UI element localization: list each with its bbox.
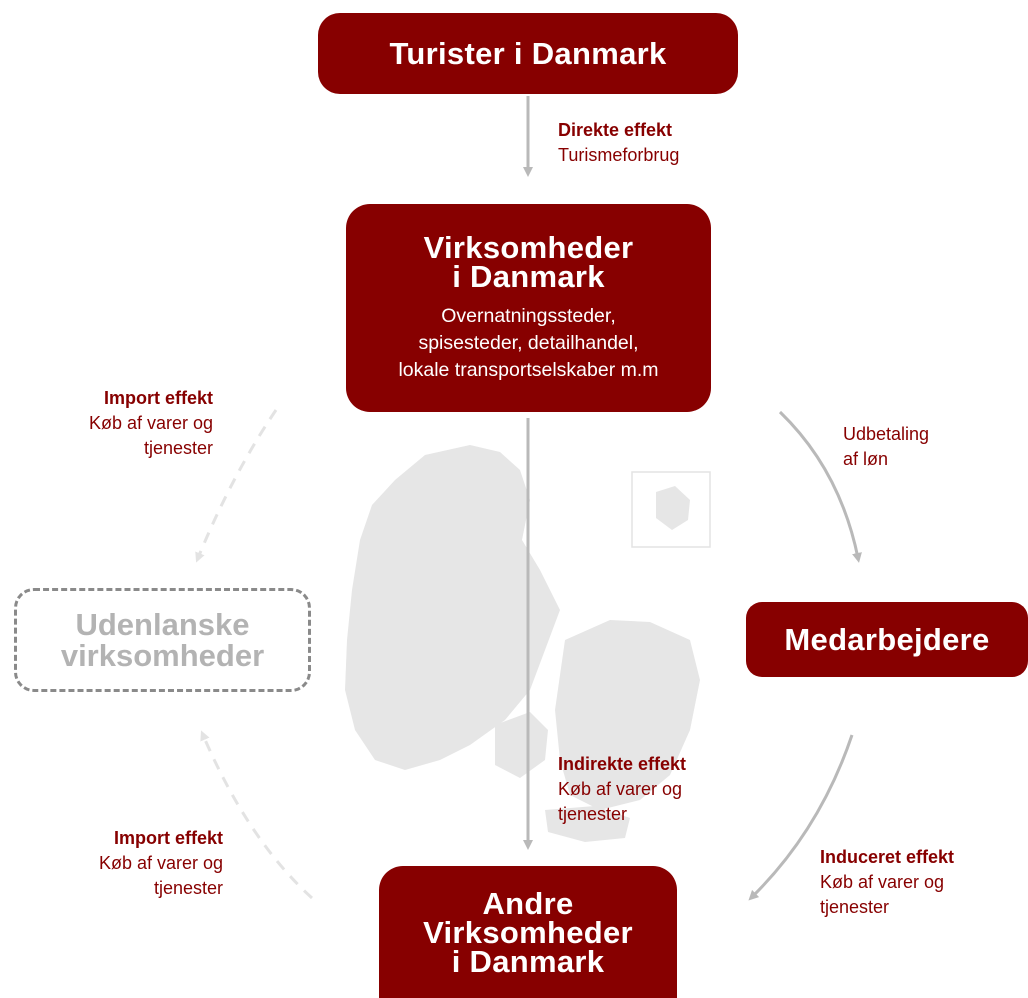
label-import-bottom: Import effekt Køb af varer og tjenester: [40, 826, 223, 901]
node-employees-title: Medarbejdere: [784, 622, 990, 657]
arrow-import-bottom: [200, 730, 314, 900]
lolland-shape: [545, 806, 630, 842]
node-companies-subtitle: Overnatningssteder, spisesteder, detailh…: [398, 304, 659, 381]
node-companies-title: Virksomheder i Danmark: [423, 229, 634, 294]
node-companies: Virksomheder i Danmark Overnatningsstede…: [346, 204, 711, 412]
label-import-top-text: Køb af varer og tjenester: [88, 413, 213, 458]
node-other-companies: Andre Virksomheder i Danmark: [379, 866, 677, 998]
label-salary: Udbetaling af løn: [843, 422, 929, 472]
label-import-top: Import effekt Køb af varer og tjenester: [30, 386, 213, 461]
node-other-companies-title: Andre Virksomheder i Danmark: [423, 885, 633, 979]
label-indirect: Indirekte effekt Køb af varer og tjenest…: [558, 752, 686, 827]
bornholm-inset-frame: [631, 471, 711, 548]
node-foreign: Udenlanske virksomheder: [14, 588, 311, 692]
label-import-top-title: Import effekt: [103, 388, 213, 408]
arrow-induced: [748, 734, 854, 901]
label-indirect-title: Indirekte effekt: [558, 754, 687, 774]
node-tourists-title: Turister i Danmark: [389, 36, 667, 71]
funen-shape: [495, 712, 548, 778]
denmark-map: [345, 445, 700, 842]
label-induced-text: Køb af varer og tjenester: [820, 872, 945, 917]
label-induced-title: Induceret effekt: [820, 847, 955, 867]
label-import-bottom-title: Import effekt: [113, 828, 223, 848]
label-direct-text: Turismeforbrug: [558, 145, 680, 165]
bornholm-shape: [656, 486, 690, 530]
label-indirect-text: Køb af varer og tjenester: [558, 779, 683, 824]
node-tourists: Turister i Danmark: [318, 13, 738, 94]
zealand-shape: [555, 620, 700, 810]
node-employees: Medarbejdere: [746, 602, 1028, 677]
label-import-bottom-text: Køb af varer og tjenester: [98, 853, 223, 898]
jutland-shape: [345, 445, 560, 770]
node-foreign-title: Udenlanske virksomheder: [60, 607, 265, 673]
label-direct: Direkte effekt Turismeforbrug: [558, 118, 679, 168]
label-direct-title: Direkte effekt: [558, 120, 673, 140]
arrow-salary: [778, 410, 862, 563]
label-induced: Induceret effekt Køb af varer og tjenest…: [820, 845, 954, 920]
label-salary-text: Udbetaling af løn: [843, 424, 930, 469]
arrow-import-top: [195, 409, 278, 563]
